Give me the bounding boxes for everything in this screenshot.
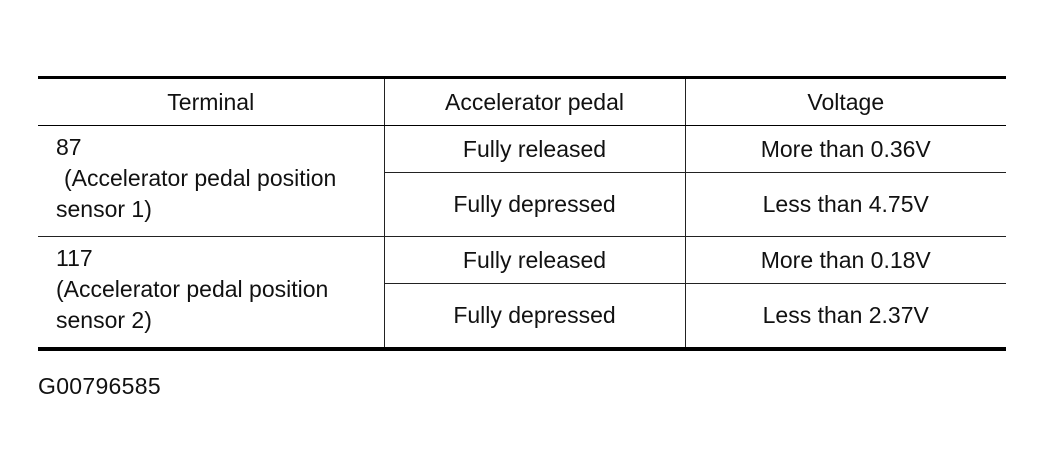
terminal-description: (Accelerator pedal position: [56, 276, 329, 302]
terminal-cell: 87 (Accelerator pedal position sensor 1): [38, 125, 385, 237]
terminal-description: sensor 1): [56, 196, 152, 222]
table-row: 117 (Accelerator pedal position sensor 2…: [38, 236, 1006, 350]
voltage-cell: Less than 4.75V: [684, 172, 1006, 237]
voltage-cell: Less than 2.37V: [684, 283, 1006, 350]
terminal-number: 117: [56, 245, 93, 271]
table-row: Fully depressed Less than 4.75V: [38, 172, 1006, 237]
pedal-state-cell: Fully depressed: [384, 172, 686, 237]
terminal-number: 87: [56, 134, 82, 160]
pedal-state-cell: Fully depressed: [384, 283, 686, 350]
header-accelerator-pedal: Accelerator pedal: [383, 77, 686, 126]
terminal-description: (Accelerator pedal position: [64, 165, 337, 191]
table-row: 87 (Accelerator pedal position sensor 1)…: [38, 125, 1006, 237]
voltage-cell: More than 0.36V: [684, 125, 1006, 173]
header-terminal: Terminal: [38, 77, 385, 126]
table-row: Fully depressed Less than 2.37V: [38, 283, 1006, 350]
voltage-cell: More than 0.18V: [684, 236, 1006, 284]
figure-id: G00796585: [38, 373, 161, 399]
pedal-state-cell: Fully released: [383, 236, 686, 284]
pedal-state-cell: Fully released: [383, 125, 686, 173]
table-header-row: Terminal Accelerator pedal Voltage: [38, 77, 1006, 126]
terminal-cell: 117 (Accelerator pedal position sensor 2…: [38, 236, 385, 350]
terminal-voltage-table: Terminal Accelerator pedal Voltage 87 (A…: [38, 76, 1006, 351]
terminal-description: sensor 2): [56, 307, 152, 333]
header-voltage: Voltage: [684, 77, 1006, 126]
